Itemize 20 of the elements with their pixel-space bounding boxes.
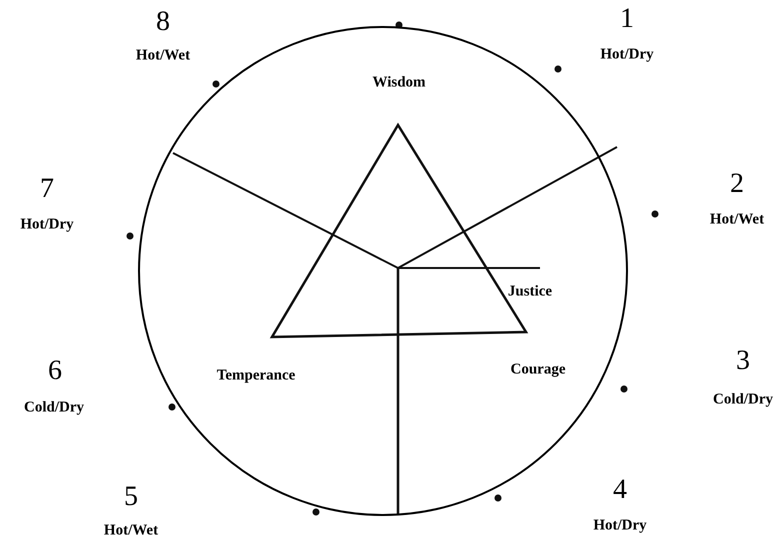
sector-label: Courage — [510, 362, 566, 378]
sector-label: Hot/Dry — [600, 48, 654, 62]
sector-label: Hot/Dry — [20, 218, 74, 232]
sector-label: Temperance — [216, 368, 296, 384]
sector-label: Justice — [508, 284, 552, 300]
sector-label: Hot/Dry — [593, 518, 647, 534]
sector-label: Cold/Dry — [24, 400, 84, 416]
sector-number: 5 — [124, 483, 138, 511]
sector-label: Hot/Wet — [710, 212, 764, 228]
sector-number: 1 — [620, 5, 634, 33]
sector-number: 6 — [48, 357, 62, 385]
sector-number: 7 — [40, 175, 54, 203]
sector-number: 3 — [736, 347, 750, 375]
sector-label: Hot/Wet — [104, 524, 158, 538]
sector-label: Cold/Dry — [713, 392, 773, 408]
sector-number: 2 — [730, 170, 744, 198]
sector-number: 8 — [156, 8, 170, 36]
sector-number: 4 — [613, 476, 627, 504]
sector-label: Wisdom — [372, 76, 426, 90]
sector-label: Hot/Wet — [136, 48, 190, 64]
